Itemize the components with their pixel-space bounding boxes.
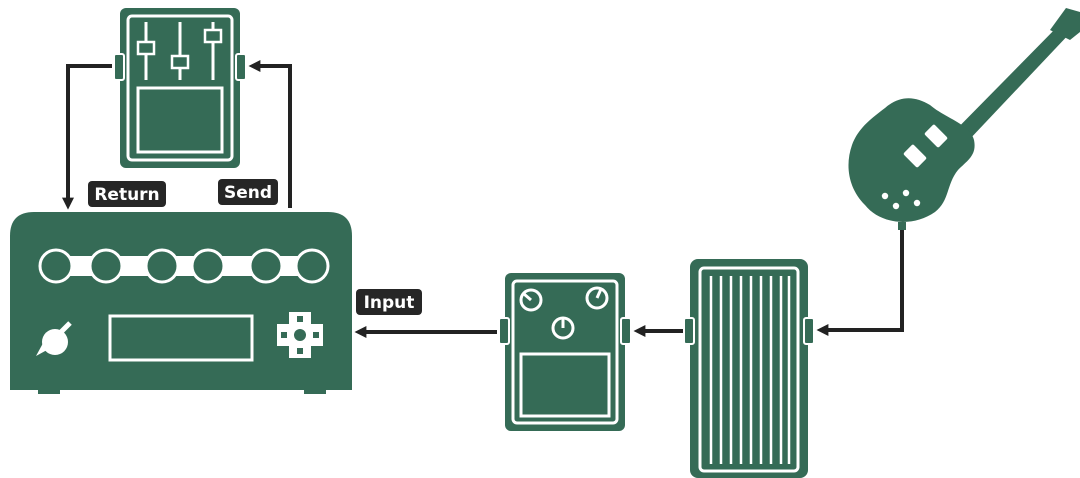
electric-guitar-icon (848, 8, 1080, 230)
cables (62, 60, 904, 338)
cable-send (248, 60, 292, 208)
send-label: Send (218, 179, 278, 205)
send-label-text: Send (224, 183, 272, 203)
return-label-text: Return (94, 185, 159, 205)
knob-icon (585, 286, 609, 310)
slider-icon (170, 22, 190, 80)
cable-return (62, 64, 112, 210)
multi-effects-unit-icon (10, 212, 352, 394)
display-screen (108, 314, 254, 362)
slider-icon (203, 22, 223, 80)
overdrive-pedal-icon (498, 273, 632, 431)
expression-knob-icon (36, 321, 72, 356)
input-label: Input (356, 289, 422, 315)
wah-pedal-icon (683, 259, 815, 478)
slider-icon (136, 22, 156, 80)
input-label-text: Input (364, 293, 415, 313)
eq-pedal-icon (113, 8, 247, 168)
cable-guitar-to-wah (816, 226, 904, 336)
return-label: Return (88, 181, 166, 207)
footswitch-row (38, 248, 330, 284)
knob-icon (519, 288, 543, 312)
dpad-icon (277, 312, 323, 358)
knob-icon (551, 316, 575, 340)
